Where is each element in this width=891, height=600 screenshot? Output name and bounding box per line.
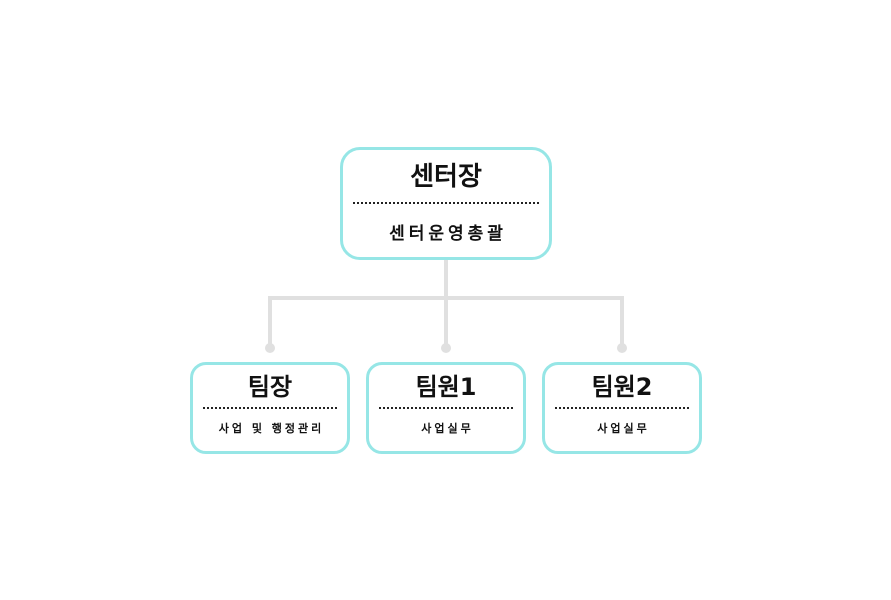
member-description: 사업 및 행정관리 <box>218 422 325 435</box>
member-divider <box>203 407 337 409</box>
member-title: 팀원2 <box>591 373 653 401</box>
head-title: 센터장 <box>410 162 482 192</box>
head-divider <box>353 202 539 204</box>
head-description: 센터운영총괄 <box>389 224 507 244</box>
member-description: 사업실무 <box>421 422 474 435</box>
connector-dot-right <box>617 343 627 353</box>
member-divider <box>379 407 513 409</box>
member-title: 팀장 <box>247 373 293 401</box>
member-description: 사업실무 <box>597 422 650 435</box>
connector-dot-left <box>265 343 275 353</box>
member-node-team-member-1: 팀원1 사업실무 <box>366 362 526 454</box>
member-node-team-leader: 팀장 사업 및 행정관리 <box>190 362 350 454</box>
member-title: 팀원1 <box>415 373 477 401</box>
head-node: 센터장 센터운영총괄 <box>340 147 552 260</box>
member-node-team-member-2: 팀원2 사업실무 <box>542 362 702 454</box>
member-divider <box>555 407 689 409</box>
connector-dot-center <box>441 343 451 353</box>
